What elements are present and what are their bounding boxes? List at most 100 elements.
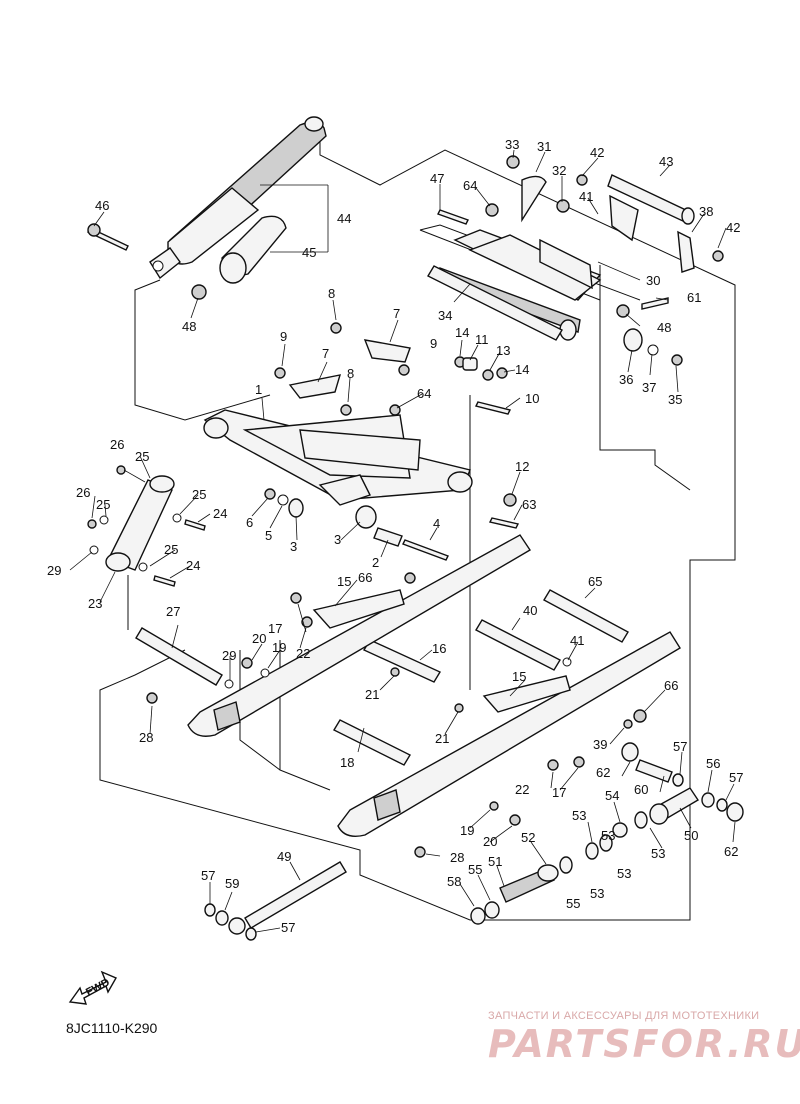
idler-parts bbox=[204, 742, 744, 941]
callout-57: 57 bbox=[729, 770, 743, 785]
callout-28: 28 bbox=[139, 730, 153, 745]
callout-53: 53 bbox=[590, 886, 604, 901]
watermark-brand: PARTSFOR.RU bbox=[488, 1022, 800, 1066]
callout-5: 5 bbox=[265, 528, 272, 543]
callout-24: 24 bbox=[186, 558, 200, 573]
callout-56: 56 bbox=[706, 756, 720, 771]
callout-24: 24 bbox=[213, 506, 227, 521]
callout-25: 25 bbox=[135, 449, 149, 464]
callout-26: 26 bbox=[76, 485, 90, 500]
callout-20: 20 bbox=[483, 834, 497, 849]
shafts bbox=[135, 265, 629, 929]
callout-62: 62 bbox=[724, 844, 738, 859]
callout-54: 54 bbox=[605, 788, 619, 803]
callout-15: 15 bbox=[512, 669, 526, 684]
callout-3: 3 bbox=[334, 532, 341, 547]
callout-25: 25 bbox=[96, 497, 110, 512]
callout-41: 41 bbox=[570, 633, 584, 648]
callout-7: 7 bbox=[322, 346, 329, 361]
callout-8: 8 bbox=[347, 366, 354, 381]
callout-10: 10 bbox=[525, 391, 539, 406]
callout-62: 62 bbox=[596, 765, 610, 780]
callout-4: 4 bbox=[433, 516, 440, 531]
callout-21: 21 bbox=[365, 687, 379, 702]
assembly-frame-lines bbox=[99, 140, 736, 921]
callout-33: 33 bbox=[505, 137, 519, 152]
callout-18: 18 bbox=[340, 755, 354, 770]
callout-11: 11 bbox=[475, 332, 489, 347]
callout-38: 38 bbox=[699, 204, 713, 219]
callout-19: 19 bbox=[460, 823, 474, 838]
callout-31: 31 bbox=[537, 139, 551, 154]
fwd-label: FWD bbox=[84, 976, 112, 998]
slide-rails bbox=[146, 534, 681, 858]
callout-48: 48 bbox=[657, 320, 671, 335]
callout-47: 47 bbox=[430, 171, 444, 186]
callout-14: 14 bbox=[515, 362, 529, 377]
callout-3: 3 bbox=[290, 539, 297, 554]
callout-61: 61 bbox=[687, 290, 701, 305]
callout-14: 14 bbox=[455, 325, 469, 340]
callout-9: 9 bbox=[280, 329, 287, 344]
callout-57: 57 bbox=[281, 920, 295, 935]
callout-15: 15 bbox=[337, 574, 351, 589]
callout-39: 39 bbox=[593, 737, 607, 752]
callout-42: 42 bbox=[726, 220, 740, 235]
callout-13: 13 bbox=[496, 343, 510, 358]
callout-41: 41 bbox=[579, 189, 593, 204]
callout-17: 17 bbox=[552, 785, 566, 800]
callout-46: 46 bbox=[95, 198, 109, 213]
callout-6: 6 bbox=[246, 515, 253, 530]
callout-59: 59 bbox=[225, 876, 239, 891]
callout-23: 23 bbox=[88, 596, 102, 611]
callout-53: 53 bbox=[601, 828, 615, 843]
callout-7: 7 bbox=[393, 306, 400, 321]
callout-17: 17 bbox=[268, 621, 282, 636]
callout-28: 28 bbox=[450, 850, 464, 865]
callout-29: 29 bbox=[222, 648, 236, 663]
callout-66: 66 bbox=[664, 678, 678, 693]
callout-65: 65 bbox=[588, 574, 602, 589]
callout-49: 49 bbox=[277, 849, 291, 864]
callout-30: 30 bbox=[646, 273, 660, 288]
callout-25: 25 bbox=[192, 487, 206, 502]
callout-27: 27 bbox=[166, 604, 180, 619]
callout-60: 60 bbox=[634, 782, 648, 797]
callout-63: 63 bbox=[522, 497, 536, 512]
callout-32: 32 bbox=[552, 163, 566, 178]
callout-9: 9 bbox=[430, 336, 437, 351]
callout-45: 45 bbox=[302, 245, 316, 260]
callout-21: 21 bbox=[435, 731, 449, 746]
leader-lines bbox=[69, 149, 736, 933]
callout-57: 57 bbox=[673, 739, 687, 754]
callout-55: 55 bbox=[468, 862, 482, 877]
link-arm bbox=[87, 465, 206, 587]
callout-51: 51 bbox=[488, 854, 502, 869]
callout-64: 64 bbox=[463, 178, 477, 193]
callout-44: 44 bbox=[337, 211, 351, 226]
callout-20: 20 bbox=[252, 631, 266, 646]
callout-22: 22 bbox=[296, 646, 310, 661]
callout-55: 55 bbox=[566, 896, 580, 911]
diagram-code: 8JC1110-K290 bbox=[66, 1020, 158, 1036]
callout-16: 16 bbox=[432, 641, 446, 656]
callout-29: 29 bbox=[47, 563, 61, 578]
callout-19: 19 bbox=[272, 640, 286, 655]
callout-8: 8 bbox=[328, 286, 335, 301]
callout-53: 53 bbox=[651, 846, 665, 861]
callout-1: 1 bbox=[255, 382, 262, 397]
callout-35: 35 bbox=[668, 392, 682, 407]
callout-58: 58 bbox=[447, 874, 461, 889]
callout-36: 36 bbox=[619, 372, 633, 387]
callout-64: 64 bbox=[417, 386, 431, 401]
callout-22: 22 bbox=[515, 782, 529, 797]
callout-57: 57 bbox=[201, 868, 215, 883]
callout-labels: 1 2 3 3 4 5 6 7 7 8 8 9 9 10 11 12 13 14… bbox=[47, 137, 743, 935]
callout-34: 34 bbox=[438, 308, 452, 323]
callout-42: 42 bbox=[590, 145, 604, 160]
callout-53: 53 bbox=[572, 808, 586, 823]
fwd-arrow-icon: FWD bbox=[68, 970, 117, 1005]
callout-66: 66 bbox=[358, 570, 372, 585]
